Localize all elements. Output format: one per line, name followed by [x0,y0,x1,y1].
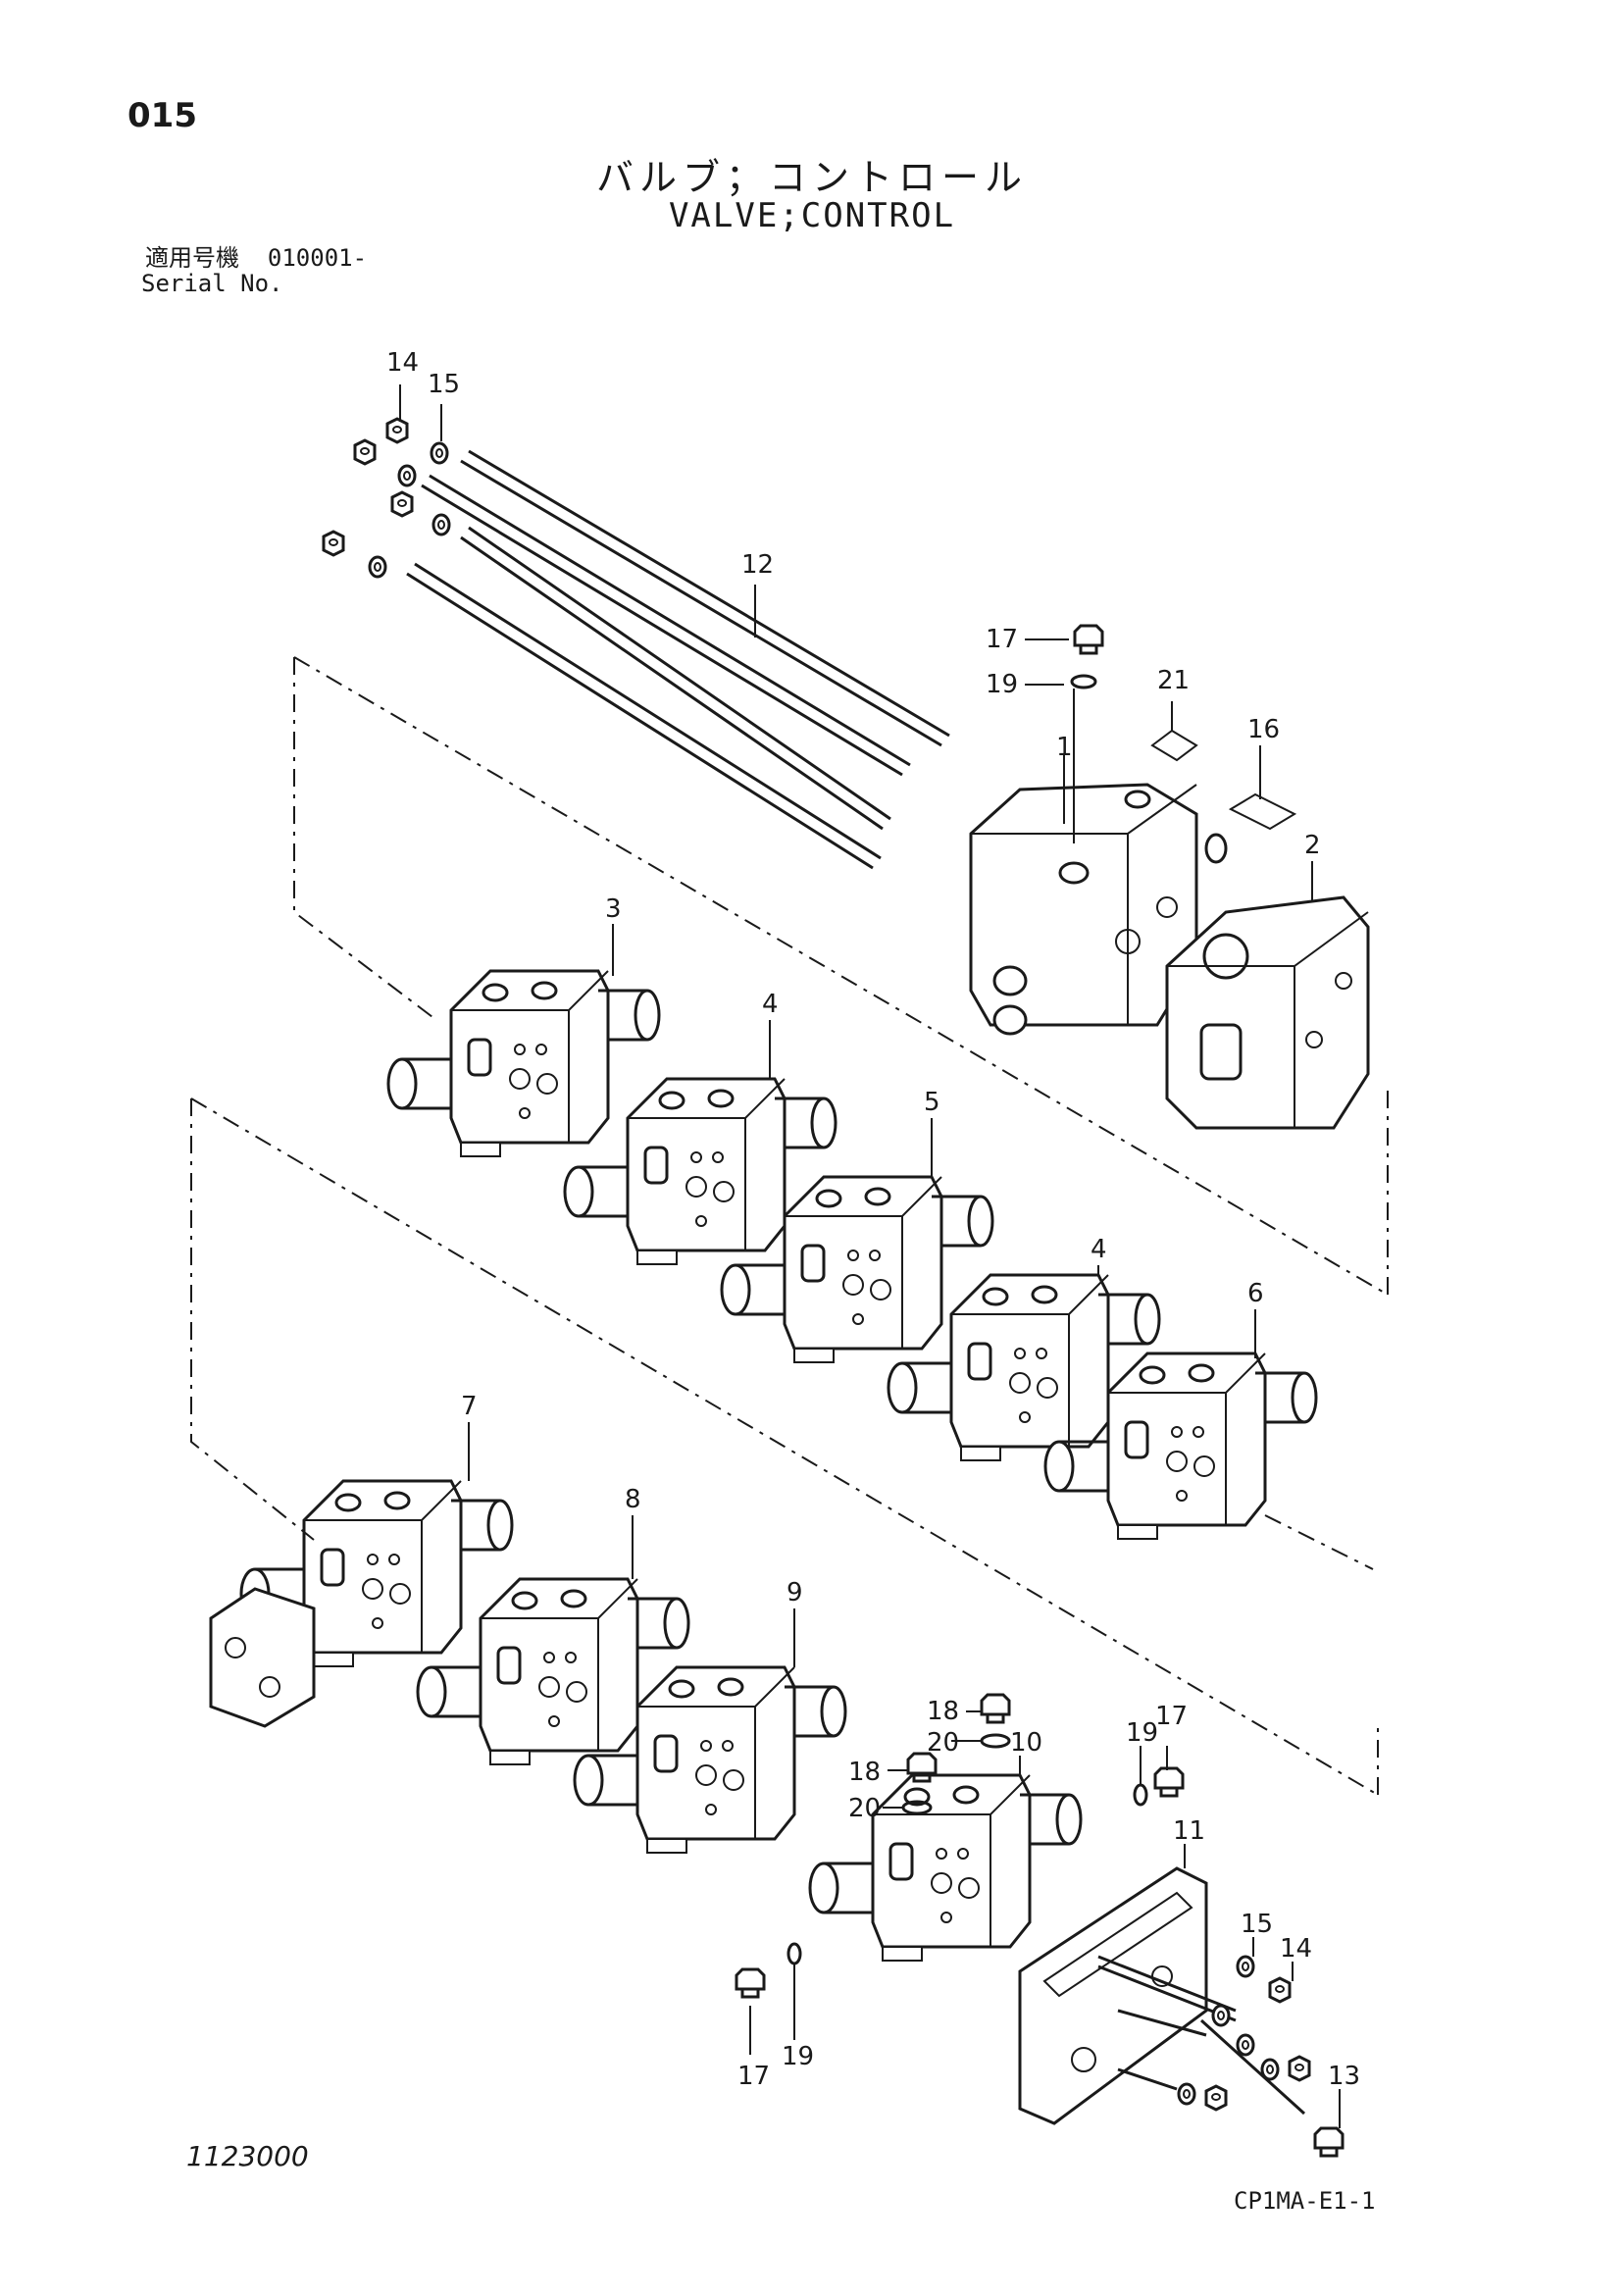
o-ring-top [1070,674,1097,689]
callout-14-bottom: 14 [1280,1934,1312,1964]
o-ring-20-lower [901,1800,933,1815]
callout-4-second: 4 [1091,1235,1107,1264]
serial-label-jp: 適用号機 [145,244,239,272]
rod-nuts-top [322,417,451,579]
callout-17-bottom: 17 [737,2062,770,2091]
section-7-relief [209,1587,316,1728]
callout-19-top: 19 [986,670,1018,699]
callout-19-right: 19 [1126,1718,1158,1748]
callout-7: 7 [461,1392,478,1421]
callout-2: 2 [1304,831,1321,860]
label-plate-21 [1150,729,1198,762]
serial-label-en: Serial No. [141,270,283,297]
page-title-jp: バルブ；コントロール [595,156,1028,199]
callout-5: 5 [924,1088,940,1117]
callout-10: 10 [1010,1728,1042,1758]
callout-leaders [399,384,1341,2128]
callout-20-upper: 20 [927,1728,959,1758]
tie-rods [406,449,950,870]
callout-1: 1 [1056,733,1073,762]
serial-info: 適用号機 010001- Serial No. [141,244,368,296]
callout-20-lower: 20 [848,1794,881,1823]
document-code: CP1MA-E1-1 [1234,2187,1376,2215]
callout-16: 16 [1247,715,1280,744]
callout-12: 12 [741,550,774,580]
o-ring-19-bottom [787,1942,802,1965]
plug-17-bottom [735,1967,766,1999]
page-number: 015 [127,96,197,135]
plug-18-upper [980,1693,1011,1724]
plug-17-right [1153,1766,1185,1798]
label-plate-16 [1228,792,1297,831]
callout-15-bottom: 15 [1241,1910,1273,1939]
callout-6: 6 [1247,1279,1264,1308]
callout-11: 11 [1173,1816,1205,1846]
callout-14-top: 14 [386,348,419,378]
callout-4-first: 4 [762,990,779,1019]
drawing-number: 1123000 [186,2140,309,2172]
outlet-section [1165,895,1370,1130]
callout-19-bottom: 19 [782,2042,814,2071]
plug-top [1073,624,1104,655]
callout-18-upper: 18 [927,1697,959,1726]
page-title-en: VALVE;CONTROL [668,196,956,235]
end-plate [1018,1866,1208,2125]
o-ring-20-upper [980,1733,1011,1749]
callout-15-top: 15 [428,370,460,399]
callout-18-lower: 18 [848,1758,881,1787]
callout-13: 13 [1328,2062,1360,2091]
o-ring-19-right [1133,1783,1148,1807]
callout-17-right: 17 [1155,1702,1188,1731]
callout-8: 8 [625,1485,641,1514]
callout-9: 9 [787,1578,803,1607]
callout-3: 3 [605,894,622,924]
assembly-guide-lines [190,656,1389,1796]
serial-value: 010001- [267,244,368,272]
callout-21: 21 [1157,666,1190,695]
section-3 [386,969,661,1158]
callout-17-top: 17 [986,625,1018,654]
